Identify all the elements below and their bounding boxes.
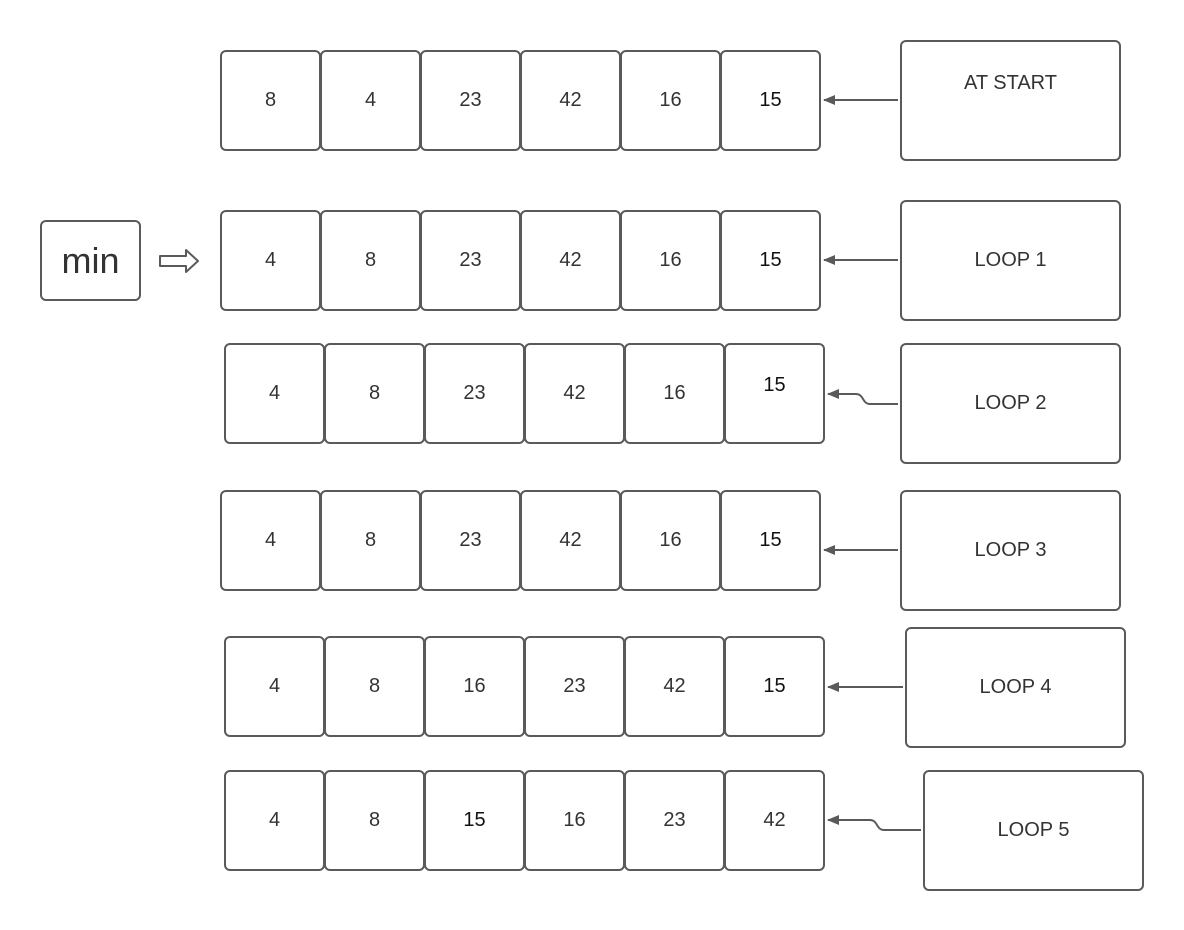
array-cell: 16 xyxy=(624,343,725,444)
array-cell: 15 xyxy=(424,770,525,871)
array-cell: 8 xyxy=(324,770,425,871)
array-cell: 16 xyxy=(524,770,625,871)
array-cell: 15 xyxy=(720,490,821,591)
array-cell: 16 xyxy=(424,636,525,737)
array-cell: 16 xyxy=(620,490,721,591)
array-cell: 15 xyxy=(724,636,825,737)
array-cell: 4 xyxy=(320,50,421,151)
array-cell: 4 xyxy=(220,210,321,311)
array-cell: 23 xyxy=(420,210,521,311)
array-cell: 42 xyxy=(524,343,625,444)
array-cell: 8 xyxy=(324,636,425,737)
array-cell: 16 xyxy=(620,50,721,151)
row-label-at-start: AT START xyxy=(900,40,1121,161)
min-label: min xyxy=(61,239,120,281)
array-cell: 15 xyxy=(724,343,825,444)
array-cell: 8 xyxy=(320,490,421,591)
array-cell: 4 xyxy=(220,490,321,591)
array-cell: 42 xyxy=(520,210,621,311)
row-label-loop-5: LOOP 5 xyxy=(923,770,1144,891)
array-cell: 15 xyxy=(720,210,821,311)
array-cell: 23 xyxy=(524,636,625,737)
array-cell: 23 xyxy=(424,343,525,444)
array-cell: 8 xyxy=(220,50,321,151)
array-cell: 4 xyxy=(224,770,325,871)
connector-arrow-loop-2 xyxy=(827,389,898,405)
array-cell: 23 xyxy=(624,770,725,871)
array-cell: 15 xyxy=(720,50,821,151)
row-label-loop-1: LOOP 1 xyxy=(900,200,1121,321)
array-cell: 42 xyxy=(520,50,621,151)
array-cell: 42 xyxy=(624,636,725,737)
array-cell: 8 xyxy=(320,210,421,311)
row-label-loop-4: LOOP 4 xyxy=(905,627,1126,748)
array-cell: 16 xyxy=(620,210,721,311)
array-cell: 42 xyxy=(520,490,621,591)
array-cell: 23 xyxy=(420,50,521,151)
min-box: min xyxy=(40,220,141,301)
min-pointer-arrow-icon xyxy=(159,249,199,273)
array-cell: 4 xyxy=(224,636,325,737)
array-cell: 23 xyxy=(420,490,521,591)
array-cell: 4 xyxy=(224,343,325,444)
array-cell: 8 xyxy=(324,343,425,444)
array-cell: 42 xyxy=(724,770,825,871)
row-label-loop-2: LOOP 2 xyxy=(900,343,1121,464)
row-label-loop-3: LOOP 3 xyxy=(900,490,1121,611)
connector-arrow-loop-5 xyxy=(827,815,921,831)
